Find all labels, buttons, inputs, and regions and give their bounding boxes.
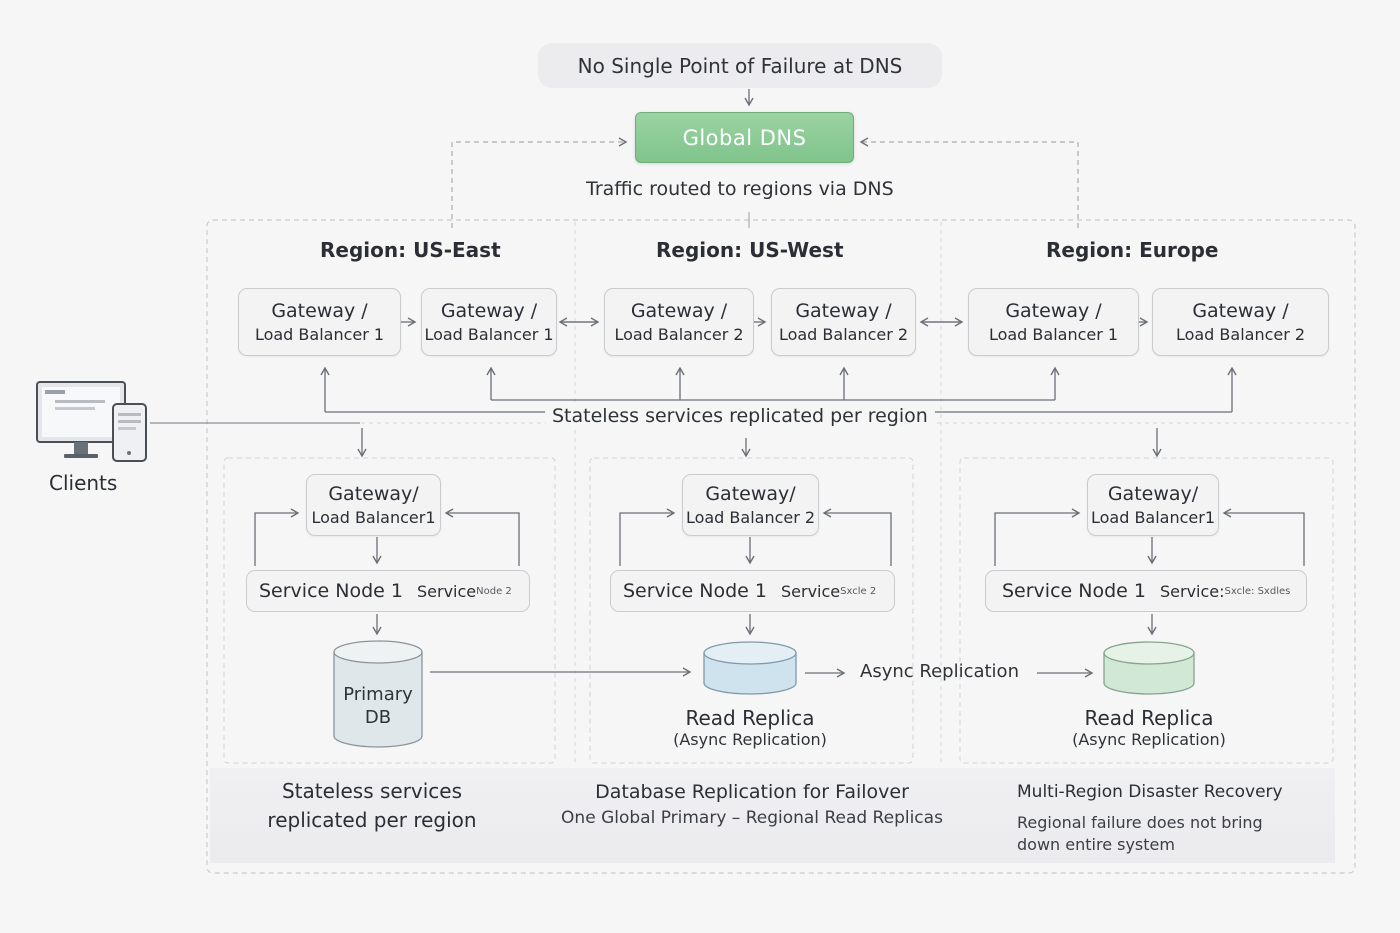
no-spof-text: No Single Point of Failure at DNS — [577, 53, 903, 78]
primary-db-label: Primary DB — [334, 683, 422, 729]
load-balancer-label: Load Balancer 2 — [778, 324, 909, 344]
clients-device-icon — [36, 381, 147, 462]
europe-inner-box — [959, 457, 1334, 764]
load-balancer-label: Load Balancer 1 — [424, 324, 554, 344]
clients-label: Clients — [49, 471, 118, 495]
service-node-2-small: Sxcle: Sxdles — [1224, 585, 1291, 597]
primary-db-cylinder — [333, 640, 423, 748]
lower-gateway-us-west[interactable]: Gateway/ Load Balancer 2 — [682, 474, 819, 536]
service-node-2-label: Service: — [1159, 581, 1225, 601]
read-replica-title: Read Replica — [685, 706, 815, 730]
service-row-us-east[interactable]: Service Node 1 Service Node 2 — [246, 570, 530, 612]
us-west-inner-box — [589, 457, 914, 764]
lower-gateway-us-east[interactable]: Gateway/ Load Balancer1 — [306, 474, 441, 536]
gateway-label: Gateway / — [1005, 299, 1102, 322]
gateway-europe-2[interactable]: Gateway / Load Balancer 2 — [1152, 288, 1329, 356]
service-node-2-small: Sxcle 2 — [840, 585, 877, 597]
no-spof-note: No Single Point of Failure at DNS — [538, 43, 942, 88]
gateway-europe-1[interactable]: Gateway / Load Balancer 1 — [968, 288, 1139, 356]
footer-stateless-line1: Stateless services — [281, 779, 463, 803]
service-node-2-label: Service — [416, 581, 477, 601]
gateway-label: Gateway / — [271, 299, 368, 322]
service-row-us-west[interactable]: Service Node 1 Service Sxcle 2 — [610, 570, 895, 612]
gateway-label: Gateway / — [440, 299, 538, 322]
lower-gateway-europe[interactable]: Gateway/ Load Balancer1 — [1087, 474, 1219, 536]
read-replica-subtitle: (Async Replication) — [1072, 730, 1226, 749]
routing-caption: Traffic routed to regions via DNS — [586, 178, 894, 200]
footer-dr-line1: Regional failure does not bring — [1017, 813, 1263, 832]
footer-dr-line2: down entire system — [1017, 835, 1175, 854]
regions-container — [206, 219, 1356, 874]
footer-band — [210, 768, 1335, 863]
read-replica-us-west-text: Read Replica (Async Replication) — [650, 706, 850, 749]
service-node-2-label: Service — [780, 581, 841, 601]
region-title-us-east: Region: US-East — [320, 238, 501, 262]
footer-replication-title: Database Replication for Failover — [595, 781, 909, 803]
primary-db-line1: Primary — [343, 684, 413, 705]
footer-col-stateless: Stateless services replicated per region — [248, 777, 496, 835]
read-replica-cylinder-us-west — [703, 641, 797, 695]
load-balancer-label: Load Balancer1 — [311, 507, 436, 527]
us-east-inner-box — [223, 457, 556, 764]
load-balancer-label: Load Balancer 1 — [254, 324, 385, 344]
gateway-us-west-2[interactable]: Gateway / Load Balancer 2 — [771, 288, 916, 356]
load-balancer-label: Load Balancer 2 — [1175, 324, 1306, 344]
read-replica-cylinder-europe — [1103, 641, 1195, 695]
region-title-europe: Region: Europe — [1046, 238, 1219, 262]
async-replication-label: Async Replication — [860, 661, 1019, 682]
footer-dr-title: Multi-Region Disaster Recovery — [1017, 782, 1283, 802]
gateway-label: Gateway / — [1192, 299, 1289, 322]
gateway-us-east-2[interactable]: Gateway / Load Balancer 1 — [421, 288, 557, 356]
gateway-label: Gateway/ — [1107, 482, 1199, 505]
global-dns-node[interactable]: Global DNS — [635, 112, 854, 163]
load-balancer-label: Load Balancer 2 — [614, 324, 744, 344]
service-node-2-small: Node 2 — [476, 585, 512, 597]
footer-stateless-line2: replicated per region — [267, 808, 477, 832]
service-node-1-label: Service Node 1 — [259, 580, 403, 602]
gateway-us-east-1[interactable]: Gateway / Load Balancer 1 — [238, 288, 401, 356]
stateless-caption-wrap: Stateless services replicated per region — [546, 405, 934, 427]
primary-db-line2: DB — [364, 707, 392, 728]
region-title-us-west: Region: US-West — [656, 238, 844, 262]
service-row-europe[interactable]: Service Node 1 Service: Sxcle: Sxdles — [985, 570, 1307, 612]
load-balancer-label: Load Balancer 2 — [685, 507, 816, 527]
gateway-label: Gateway/ — [328, 482, 419, 505]
stateless-caption: Stateless services replicated per region — [546, 405, 934, 427]
global-dns-label: Global DNS — [682, 125, 807, 150]
gateway-us-west-1[interactable]: Gateway / Load Balancer 2 — [604, 288, 754, 356]
gateway-label: Gateway/ — [705, 482, 796, 505]
footer-col-dr: Multi-Region Disaster Recovery Regional … — [1017, 780, 1337, 856]
gateway-label: Gateway / — [795, 299, 892, 322]
read-replica-europe-text: Read Replica (Async Replication) — [1049, 706, 1249, 749]
gateway-label: Gateway / — [630, 299, 728, 322]
service-node-1-label: Service Node 1 — [623, 580, 767, 602]
load-balancer-label: Load Balancer1 — [1090, 507, 1216, 527]
footer-replication-subtitle: One Global Primary – Regional Read Repli… — [561, 808, 943, 828]
footer-col-replication: Database Replication for Failover One Gl… — [532, 779, 972, 831]
service-node-1-label: Service Node 1 — [1002, 580, 1146, 602]
read-replica-title: Read Replica — [1084, 706, 1214, 730]
load-balancer-label: Load Balancer 1 — [988, 324, 1119, 344]
read-replica-subtitle: (Async Replication) — [673, 730, 827, 749]
